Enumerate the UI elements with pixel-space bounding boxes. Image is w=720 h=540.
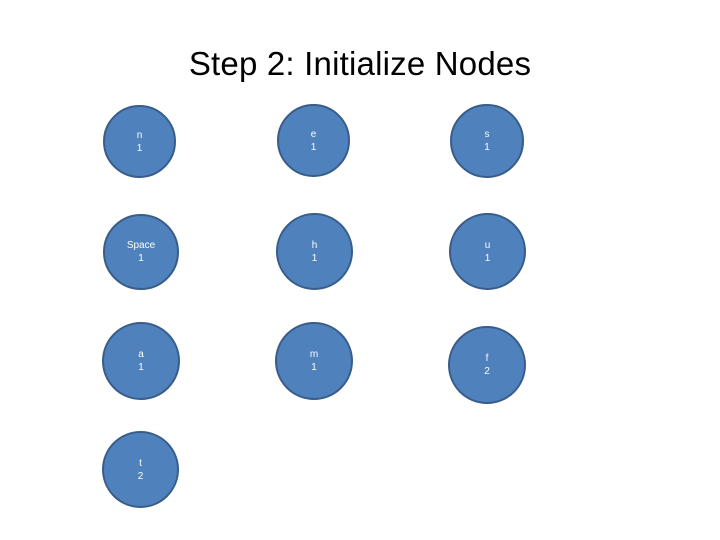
node-count: 1	[138, 362, 144, 373]
node-label: s	[484, 129, 490, 140]
node-label: e	[310, 128, 317, 140]
node-count: 2	[484, 366, 490, 377]
node-count: 1	[484, 142, 490, 153]
node-circle[interactable]: Space 1	[103, 214, 179, 290]
node-label: f	[485, 353, 489, 364]
node-label: Space	[126, 240, 156, 251]
node-label: n	[136, 129, 143, 141]
node-label: u	[484, 239, 491, 251]
node-count: 1	[138, 253, 144, 264]
node-count: 1	[484, 252, 491, 264]
page-title: Step 2: Initialize Nodes	[188, 45, 532, 82]
node-label: a	[138, 349, 144, 360]
node-count: 1	[311, 362, 317, 373]
node-label: t	[139, 457, 142, 469]
node-count: 1	[311, 252, 318, 264]
node-count: 1	[310, 141, 317, 153]
node-count: 2	[137, 470, 144, 482]
node-label: h	[311, 239, 318, 251]
node-label: m	[309, 349, 319, 360]
node-count: 1	[136, 142, 143, 154]
